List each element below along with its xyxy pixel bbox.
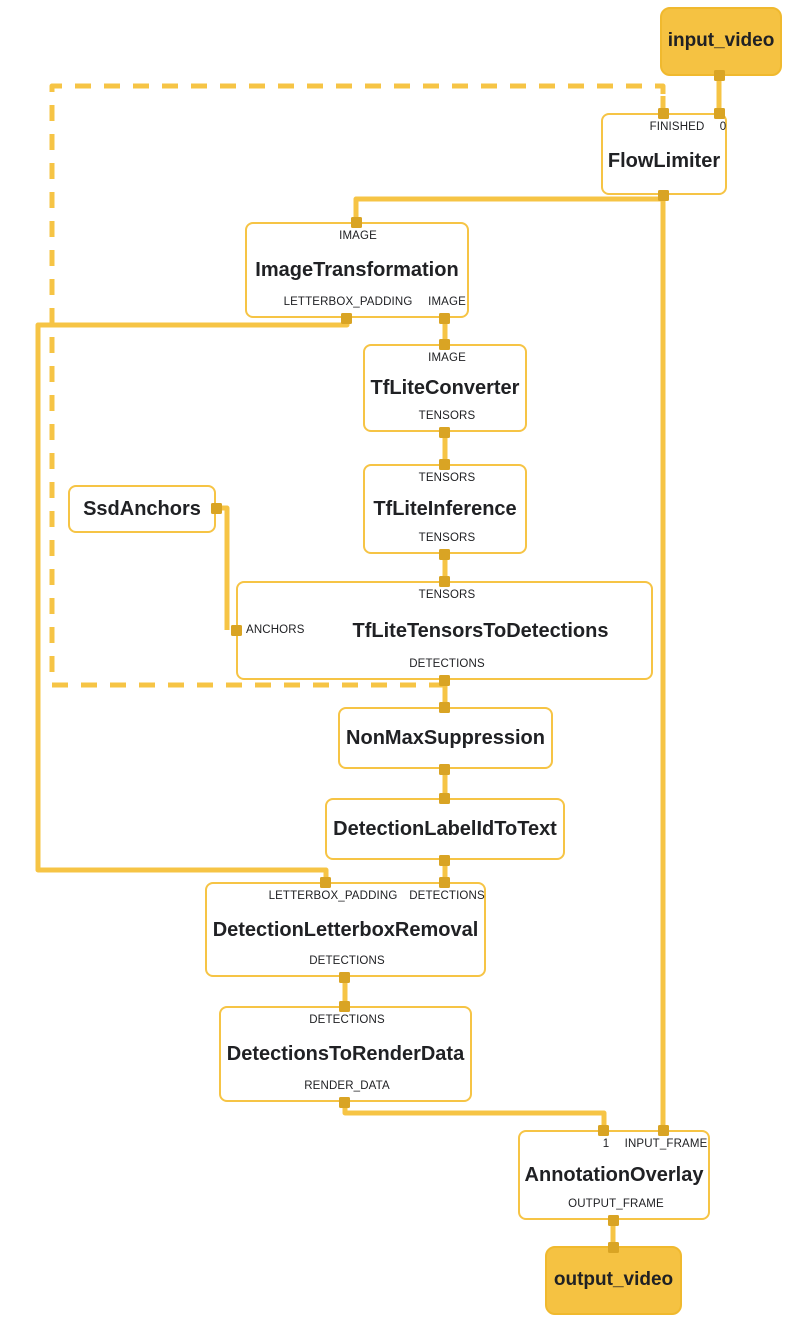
port-label-finished: FINISHED <box>649 121 705 133</box>
node-non-max-suppression-label: NonMaxSuppression <box>346 727 545 749</box>
port-detection-letterbox-removal-out-detections[interactable] <box>339 972 350 983</box>
node-image-transformation[interactable]: IMAGE ImageTransformation LETTERBOX_PADD… <box>245 222 469 318</box>
port-detection-label-id-to-text-in[interactable] <box>439 793 450 804</box>
port-label-dtrd-render-out: RENDER_DATA <box>304 1080 390 1092</box>
node-tflite-inference-label: TfLiteInference <box>373 498 517 520</box>
node-output-video[interactable]: output_video <box>545 1246 682 1315</box>
image-transformation-input-ports: IMAGE <box>247 230 467 244</box>
port-label-ttd-tensors-in: TENSORS <box>418 589 476 601</box>
port-detections-to-render-data-out-render[interactable] <box>339 1097 350 1108</box>
tflite-converter-input-ports: IMAGE <box>365 352 525 366</box>
node-input-video[interactable]: input_video <box>660 7 782 76</box>
port-label-dtrd-detections-in: DETECTIONS <box>309 1014 385 1026</box>
letterbox-removal-input-ports: LETTERBOX_PADDING DETECTIONS <box>207 890 485 904</box>
port-label-inference-tensors-out: TENSORS <box>418 532 476 544</box>
port-flow-limiter-in-finished[interactable] <box>658 108 669 119</box>
tflite-inference-output-ports: TENSORS <box>365 532 525 546</box>
edge-flowlimiter-to-imagetransformation <box>353 196 663 221</box>
port-label-dlr-detections-out: DETECTIONS <box>309 955 385 967</box>
port-input-video-out[interactable] <box>714 70 725 81</box>
node-annotation-overlay-label: AnnotationOverlay <box>524 1164 704 1186</box>
port-flow-limiter-in-zero[interactable] <box>714 108 725 119</box>
port-label-dlr-detections-in: DETECTIONS <box>409 890 485 902</box>
node-detections-to-render-data-label: DetectionsToRenderData <box>226 1043 465 1065</box>
port-ssd-anchors-out[interactable] <box>211 503 222 514</box>
port-flow-limiter-out[interactable] <box>658 190 669 201</box>
node-ssd-anchors-label: SsdAnchors <box>83 498 201 520</box>
port-label-letterbox-padding-out: LETTERBOX_PADDING <box>283 296 413 308</box>
node-tflite-tensors-to-detections[interactable]: TENSORS TfLiteTensorsToDetections DETECT… <box>236 581 653 680</box>
node-annotation-overlay[interactable]: 1 INPUT_FRAME AnnotationOverlay OUTPUT_F… <box>518 1130 710 1220</box>
tensors-to-detections-input-ports: TENSORS <box>238 589 651 603</box>
annotation-overlay-output-ports: OUTPUT_FRAME <box>520 1198 708 1212</box>
port-non-max-suppression-in[interactable] <box>439 702 450 713</box>
port-label-dlr-padding-in: LETTERBOX_PADDING <box>268 890 398 902</box>
port-detection-letterbox-removal-in-detections[interactable] <box>439 877 450 888</box>
letterbox-removal-output-ports: DETECTIONS <box>207 955 484 969</box>
port-label-ao-frame-in: INPUT_FRAME <box>624 1138 708 1150</box>
port-label-ao-one-in: 1 <box>602 1138 610 1150</box>
port-label-ttd-anchors-in: ANCHORS <box>246 624 305 636</box>
node-input-video-label: input_video <box>667 30 775 52</box>
port-detection-letterbox-removal-in-padding[interactable] <box>320 877 331 888</box>
node-detection-letterbox-removal[interactable]: LETTERBOX_PADDING DETECTIONS DetectionLe… <box>205 882 486 977</box>
node-detection-label-id-to-text[interactable]: DetectionLabelIdToText <box>325 798 565 860</box>
port-detection-label-id-to-text-out[interactable] <box>439 855 450 866</box>
port-tflite-converter-out-tensors[interactable] <box>439 427 450 438</box>
node-tflite-converter[interactable]: IMAGE TfLiteConverter TENSORS <box>363 344 527 432</box>
port-tensors-to-detections-out-detections[interactable] <box>439 675 450 686</box>
render-data-input-ports: DETECTIONS <box>221 1014 470 1028</box>
node-output-video-label: output_video <box>553 1269 674 1291</box>
port-label-ao-frame-out: OUTPUT_FRAME <box>568 1198 664 1210</box>
edge-renderdata-to-annotation <box>342 1102 607 1129</box>
port-tensors-to-detections-in-tensors[interactable] <box>439 576 450 587</box>
node-ssd-anchors[interactable]: SsdAnchors <box>68 485 216 533</box>
node-detection-label-id-to-text-label: DetectionLabelIdToText <box>333 818 557 840</box>
port-annotation-overlay-in-one[interactable] <box>598 1125 609 1136</box>
flow-limiter-input-ports: FINISHED 0 <box>603 121 727 135</box>
annotation-overlay-input-ports: 1 INPUT_FRAME <box>520 1138 708 1152</box>
port-tflite-converter-in-image[interactable] <box>439 339 450 350</box>
port-non-max-suppression-out[interactable] <box>439 764 450 775</box>
tflite-converter-output-ports: TENSORS <box>365 410 525 424</box>
node-tflite-converter-label: TfLiteConverter <box>370 377 520 399</box>
port-label-image-out: IMAGE <box>428 296 466 308</box>
port-label-ttd-detections-out: DETECTIONS <box>409 658 485 670</box>
port-image-transformation-out-image[interactable] <box>439 313 450 324</box>
node-non-max-suppression[interactable]: NonMaxSuppression <box>338 707 553 769</box>
tflite-inference-input-ports: TENSORS <box>365 472 525 486</box>
port-annotation-overlay-in-frame[interactable] <box>658 1125 669 1136</box>
port-tensors-to-detections-in-anchors[interactable] <box>231 625 242 636</box>
port-image-transformation-out-letterbox[interactable] <box>341 313 352 324</box>
node-flow-limiter[interactable]: FINISHED 0 FlowLimiter <box>601 113 727 195</box>
port-label-converter-image-in: IMAGE <box>428 352 466 364</box>
edge-ssdanchors-to-anchors <box>217 505 230 630</box>
port-label-image-in: IMAGE <box>339 230 377 242</box>
port-annotation-overlay-out-frame[interactable] <box>608 1215 619 1226</box>
node-flow-limiter-label: FlowLimiter <box>607 150 721 172</box>
node-image-transformation-label: ImageTransformation <box>255 259 459 281</box>
node-tflite-tensors-to-detections-label: TfLiteTensorsToDetections <box>352 619 609 642</box>
port-image-transformation-in-image[interactable] <box>351 217 362 228</box>
render-data-output-ports: RENDER_DATA <box>221 1080 470 1094</box>
port-detections-to-render-data-in-detections[interactable] <box>339 1001 350 1012</box>
port-label-inference-tensors-in: TENSORS <box>418 472 476 484</box>
port-output-video-in[interactable] <box>608 1242 619 1253</box>
image-transformation-output-ports: LETTERBOX_PADDING IMAGE <box>247 296 467 310</box>
node-detections-to-render-data[interactable]: DETECTIONS DetectionsToRenderData RENDER… <box>219 1006 472 1102</box>
port-label-converter-tensors-out: TENSORS <box>418 410 476 422</box>
port-tflite-inference-out-tensors[interactable] <box>439 549 450 560</box>
tensors-to-detections-output-ports: DETECTIONS <box>238 658 651 672</box>
node-detection-letterbox-removal-label: DetectionLetterboxRemoval <box>212 918 479 941</box>
node-tflite-inference[interactable]: TENSORS TfLiteInference TENSORS <box>363 464 527 554</box>
port-label-zero: 0 <box>719 121 727 133</box>
port-tflite-inference-in-tensors[interactable] <box>439 459 450 470</box>
